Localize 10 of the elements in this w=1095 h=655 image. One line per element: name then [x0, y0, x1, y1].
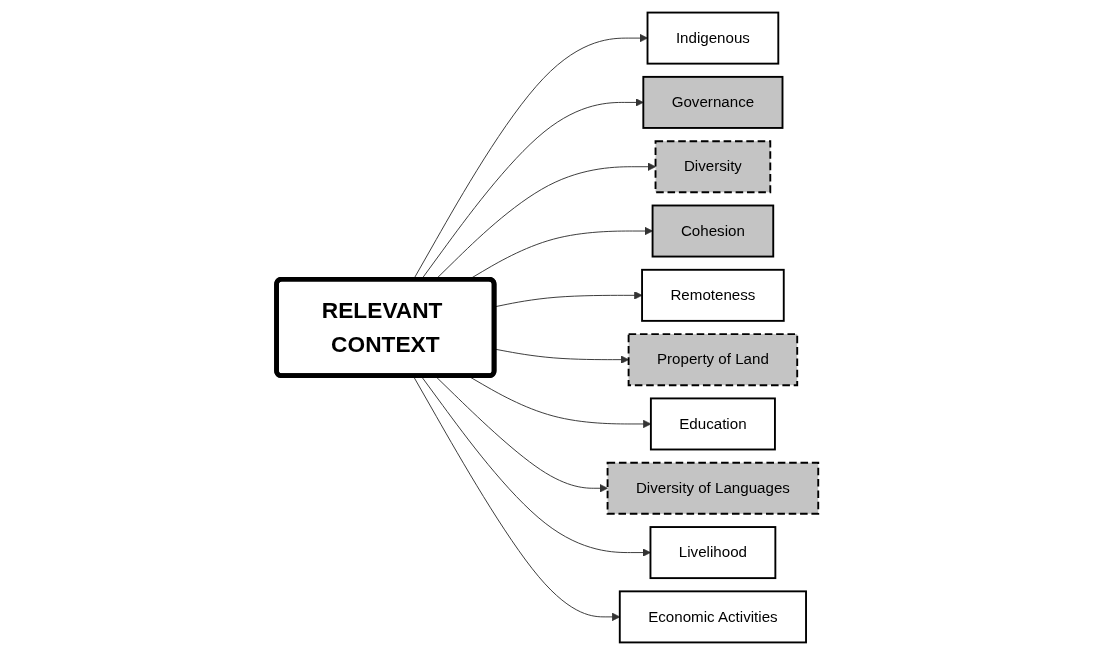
- node-box: Livelihood: [649, 526, 777, 580]
- node-box: Remoteness: [641, 268, 785, 322]
- node-box: Diversity: [654, 140, 772, 194]
- node-box: Diversity of Languages: [606, 461, 820, 515]
- node-box: Cohesion: [651, 204, 775, 258]
- node-box: Property of Land: [627, 333, 799, 387]
- node-box: Economic Activities: [618, 590, 808, 644]
- node-box: Governance: [642, 75, 784, 129]
- node-box: Education: [650, 397, 776, 451]
- node-box: Indigenous: [646, 11, 780, 65]
